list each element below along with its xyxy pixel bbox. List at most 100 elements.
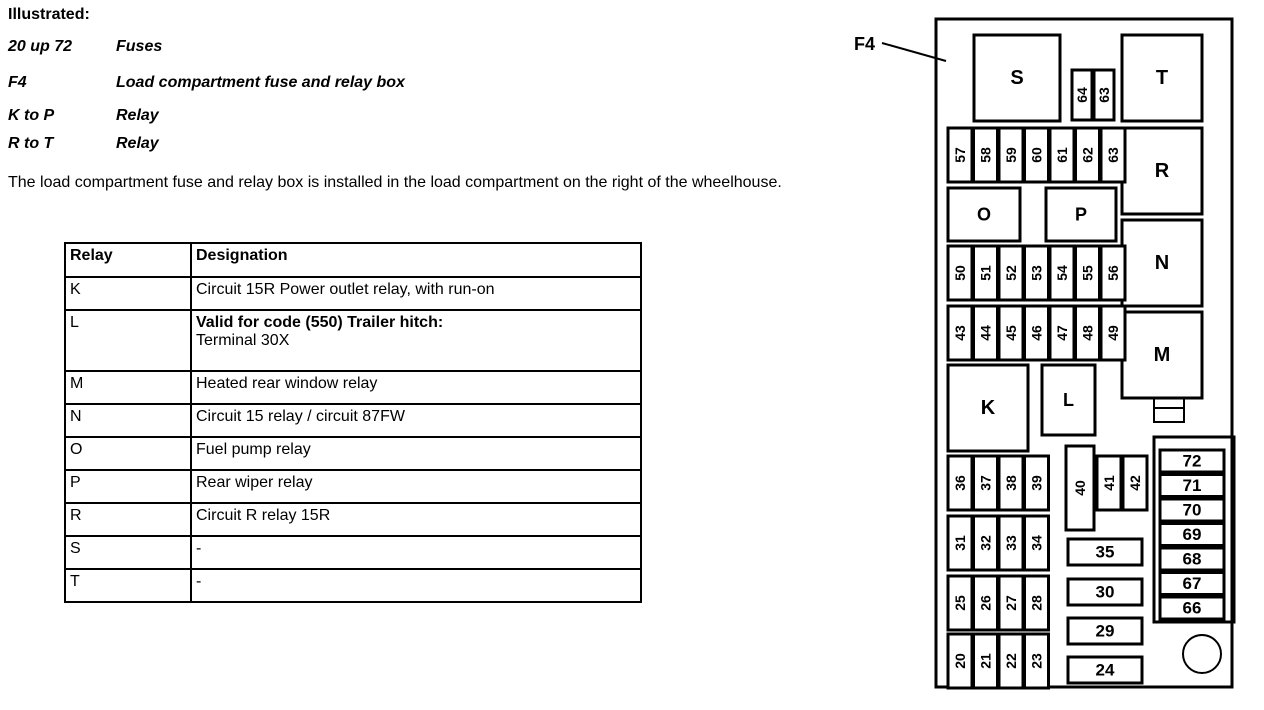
relay-cell: P	[64, 469, 192, 504]
fuse-49-label: 49	[1105, 325, 1121, 341]
fuse-column-frame	[1152, 435, 1236, 624]
fuse-25-label: 25	[952, 595, 968, 611]
fuse-43-label: 43	[952, 325, 968, 341]
legend-description: Relay	[116, 135, 159, 152]
fuse-43	[946, 304, 974, 362]
legend-code: R to T	[8, 135, 54, 152]
fuse-58-label: 58	[978, 147, 994, 163]
relay-cell: T	[64, 568, 192, 603]
fuse-45-label: 45	[1003, 325, 1019, 341]
fuse-47	[1048, 304, 1076, 362]
fuse-64-label: 64	[1074, 87, 1090, 103]
fuse-29	[1066, 616, 1144, 646]
legend-description: Load compartment fuse and relay box	[116, 74, 405, 91]
fuse-42	[1121, 454, 1149, 512]
table-header-designation: Designation	[190, 242, 642, 278]
table-header-relay: Relay	[64, 242, 192, 278]
legend-code: F4	[8, 74, 27, 91]
intro-text: The load compartment fuse and relay box …	[8, 174, 782, 191]
fuse-60	[1023, 126, 1050, 184]
fuse-37	[972, 454, 999, 512]
fuse-64	[1070, 68, 1094, 122]
fuse-45	[997, 304, 1025, 362]
designation-cell: Heated rear window relay	[190, 370, 642, 405]
relay-m	[1120, 310, 1204, 400]
fuse-52-label: 52	[1003, 265, 1019, 281]
fuse-66	[1158, 595, 1226, 621]
legend-code: K to P	[8, 107, 55, 124]
fuse-35	[1066, 537, 1144, 567]
fuse-41	[1095, 454, 1123, 512]
relay-n	[1120, 218, 1204, 308]
fuse-70	[1158, 497, 1226, 523]
fuse-42-label: 42	[1127, 475, 1143, 491]
fuse-55-label: 55	[1080, 265, 1096, 281]
fuse-29-label: 29	[1096, 622, 1115, 641]
fuse-47-label: 47	[1054, 325, 1070, 341]
fuse-56	[1099, 244, 1127, 302]
fuse-70-label: 70	[1183, 501, 1202, 520]
legend-header: Illustrated:	[8, 6, 90, 23]
fuse-40	[1064, 444, 1096, 532]
fuse-26-label: 26	[978, 595, 994, 611]
table-row: P Rear wiper relay	[64, 469, 642, 504]
fuse-57-label: 57	[952, 147, 968, 163]
relay-t-label: T	[1156, 67, 1168, 89]
relay-r	[1120, 126, 1204, 216]
relay-k-label: K	[981, 397, 996, 419]
fuse-68-label: 68	[1183, 550, 1202, 569]
relay-cell: O	[64, 436, 192, 471]
fuse-63-label: 63	[1096, 87, 1112, 103]
fuse-24-label: 24	[1096, 661, 1115, 680]
fuse-67	[1158, 571, 1226, 596]
fuse-72-label: 72	[1183, 452, 1202, 471]
fuse-69-label: 69	[1183, 525, 1202, 544]
fuse-23	[1023, 632, 1050, 690]
fuse-54-label: 54	[1054, 265, 1070, 281]
relay-cell: M	[64, 370, 192, 405]
fuse-62-label: 62	[1080, 147, 1096, 163]
fuse-69	[1158, 522, 1226, 547]
table-row: K Circuit 15R Power outlet relay, with r…	[64, 276, 642, 311]
fuse-34	[1023, 514, 1050, 572]
fuse-38-label: 38	[1003, 475, 1019, 491]
fuse-35-label: 35	[1096, 543, 1115, 562]
designation-cell: Fuel pump relay	[190, 436, 642, 471]
fuse-53-label: 53	[1029, 265, 1045, 281]
fuse-48	[1074, 304, 1101, 362]
mounting-hole	[1182, 634, 1222, 674]
fuse-20-label: 20	[952, 653, 968, 669]
fuse-48-label: 48	[1080, 325, 1096, 341]
relay-o-label: O	[977, 205, 991, 225]
fuse-72	[1158, 448, 1226, 474]
designation-cell: -	[190, 568, 642, 603]
fuse-31-label: 31	[952, 535, 968, 551]
table-header-row: Relay Designation	[64, 242, 642, 278]
relay-k	[946, 363, 1030, 453]
fuse-59-label: 59	[1003, 147, 1019, 163]
fuse-20	[946, 632, 974, 690]
fuse-27	[997, 574, 1025, 632]
relay-t	[1120, 33, 1204, 123]
fuse-22	[997, 632, 1025, 690]
designation-cell: -	[190, 535, 642, 570]
fuse-63-label: 63	[1105, 147, 1121, 163]
label-leader-line	[881, 42, 947, 62]
relay-p-label: P	[1075, 205, 1087, 225]
fuse-44-label: 44	[978, 325, 994, 341]
fuse-46-label: 46	[1029, 325, 1045, 341]
relay-o	[946, 186, 1022, 243]
fuse-24	[1066, 655, 1144, 685]
legend-code: 20 up 72	[8, 38, 73, 55]
relay-cell: R	[64, 502, 192, 537]
relay-cell: N	[64, 403, 192, 438]
fuse-box-outline	[934, 17, 1234, 689]
fuse-39-label: 39	[1029, 475, 1045, 491]
designation-cell: Rear wiper relay	[190, 469, 642, 504]
relay-cell: S	[64, 535, 192, 570]
fuse-39	[1023, 454, 1050, 512]
relay-table: Relay Designation K Circuit 15R Power ou…	[64, 242, 642, 603]
legend-description: Fuses	[116, 38, 163, 55]
designation-cell: Circuit 15 relay / circuit 87FW	[190, 403, 642, 438]
designation-condition: Valid for code (550) Trailer hitch:	[196, 314, 444, 331]
